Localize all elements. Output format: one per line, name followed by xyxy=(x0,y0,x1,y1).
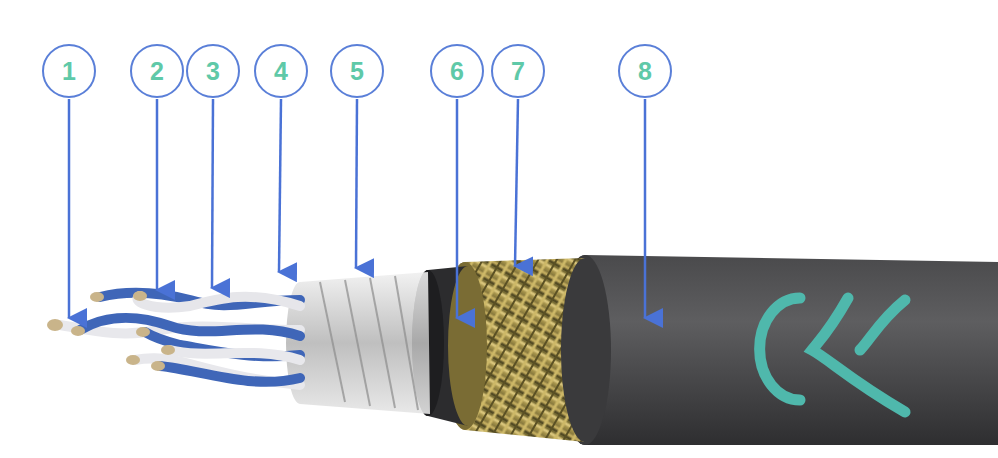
callout-number: 8 xyxy=(638,59,652,84)
callout-number: 7 xyxy=(511,59,525,84)
callout-number: 2 xyxy=(150,59,164,84)
callout-circle: 5 xyxy=(330,44,384,98)
callout-circle: 1 xyxy=(42,44,96,98)
callout-circle: 6 xyxy=(430,44,484,98)
callout-number: 1 xyxy=(62,59,76,84)
callout-circle: 4 xyxy=(254,44,308,98)
callout-circle: 8 xyxy=(618,44,672,98)
callout-number: 4 xyxy=(274,59,288,84)
callout-number: 5 xyxy=(350,59,364,84)
callout-circle: 2 xyxy=(130,44,184,98)
callout-circle: 7 xyxy=(491,44,545,98)
callout-number: 6 xyxy=(450,59,464,84)
callout-number: 3 xyxy=(206,59,220,84)
callout-circle: 3 xyxy=(186,44,240,98)
